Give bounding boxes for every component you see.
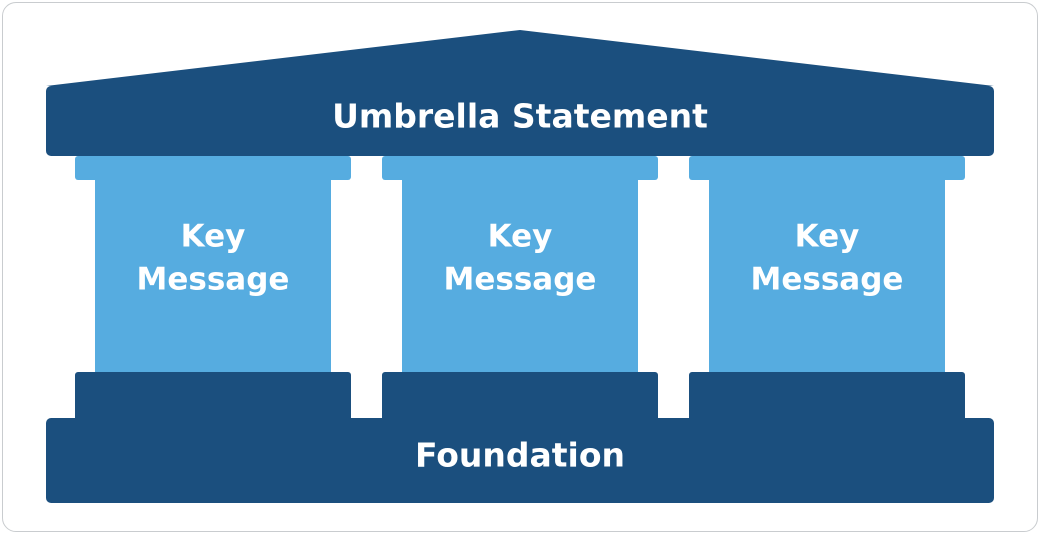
pillar-base <box>689 372 965 422</box>
pillar-base <box>382 372 658 422</box>
pillar-2: Key Message <box>382 156 658 422</box>
pillar-3: Key Message <box>689 156 965 422</box>
pillar-capital <box>689 156 965 180</box>
pillar-label-line1: Key <box>795 219 860 255</box>
pillar-label-line1: Key <box>488 219 553 255</box>
foundation-slab <box>46 418 994 503</box>
foundation-label: Foundation <box>415 436 625 475</box>
roof-pediment <box>46 30 994 86</box>
pillar-1: Key Message <box>75 156 351 422</box>
pillar-shaft <box>95 178 331 376</box>
pillar-label-line2: Message <box>751 262 904 298</box>
pillar-label-line2: Message <box>444 262 597 298</box>
roof: Umbrella Statement <box>46 30 994 156</box>
pillar-base <box>75 372 351 422</box>
roof-beam <box>46 86 994 156</box>
pillar-capital <box>75 156 351 180</box>
pillar-label-line1: Key <box>181 219 246 255</box>
pillar-label-line2: Message <box>137 262 290 298</box>
foundation: Foundation <box>46 418 994 503</box>
pillar-capital <box>382 156 658 180</box>
pillar-shaft <box>709 178 945 376</box>
umbrella-statement-label: Umbrella Statement <box>332 97 708 136</box>
pillar-shaft <box>402 178 638 376</box>
